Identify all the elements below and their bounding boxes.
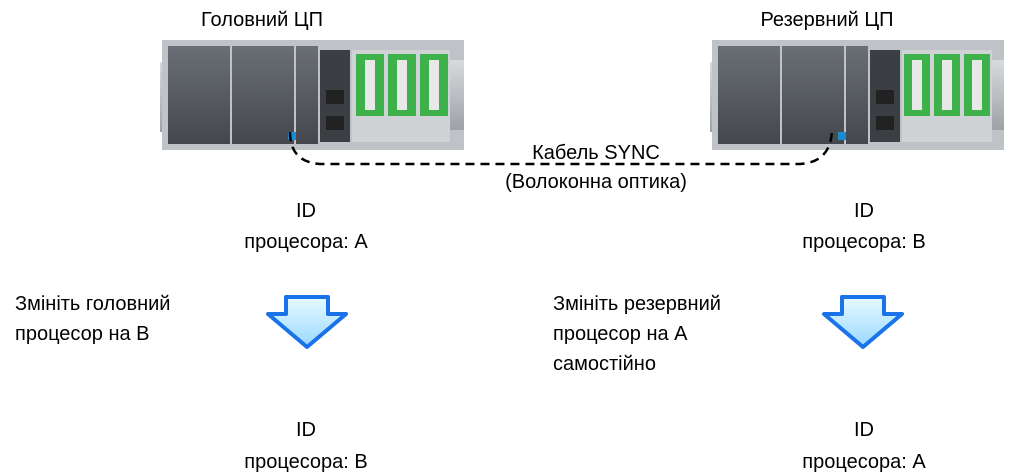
cable-label: Кабель SYNC (532, 142, 660, 164)
main-cpu-title: Головний ЦП (201, 9, 323, 31)
main-id-label: ID (296, 200, 316, 222)
standby-instruction-line1: Змініть резервний (553, 293, 721, 315)
down-arrow-icon (822, 295, 904, 349)
main-id-final-label: ID (296, 419, 316, 441)
standby-instruction-line2: процесор на A (553, 323, 688, 345)
standby-plc-rack-image (710, 40, 1004, 150)
standby-id-label: ID (854, 200, 874, 222)
main-instruction-line1: Змініть головний (15, 293, 171, 315)
main-instruction-line2: процесор на B (15, 323, 150, 345)
cable-label-detail: (Волоконна оптика) (505, 171, 687, 193)
standby-cpu-title: Резервний ЦП (760, 9, 894, 31)
standby-id-initial: процесора: B (802, 231, 926, 253)
main-id-final: процесора: B (244, 451, 368, 473)
down-arrow-icon (266, 295, 348, 349)
standby-id-final-label: ID (854, 419, 874, 441)
main-plc-rack-image (160, 40, 464, 150)
standby-instruction-line3: самостійно (553, 353, 656, 375)
main-id-initial: процесора: A (244, 231, 368, 253)
standby-id-final: процесора: A (802, 451, 926, 473)
